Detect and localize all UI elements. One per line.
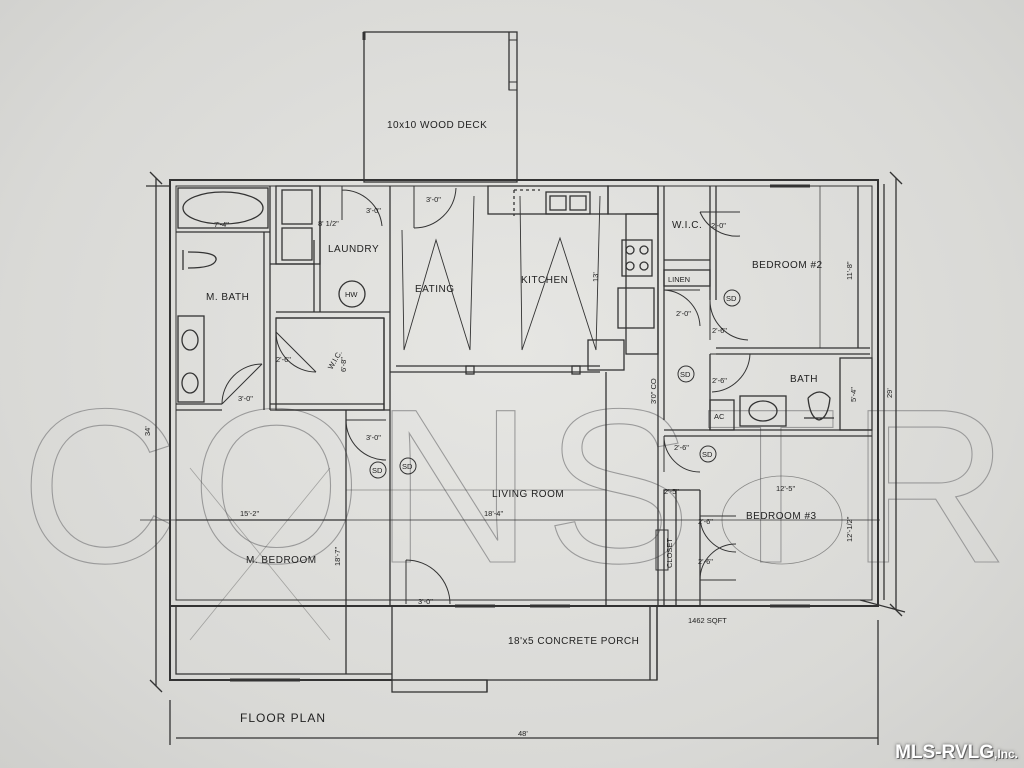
dim-wic2-door: 2'-0" (711, 221, 726, 230)
sd-label: SD (726, 294, 737, 303)
wic-bed2-label: W.I.C. (672, 220, 702, 231)
dim-wic-master-door: 2'-6" (276, 355, 291, 364)
porch-label: 18'x5 CONCRETE PORCH (508, 636, 639, 647)
dim-laundry-width: 8' 1/2" (318, 219, 339, 228)
dim-mbath-door: 3'-0" (238, 394, 253, 403)
bath-label: BATH (790, 374, 818, 385)
dim-overall-width: 48' (518, 729, 528, 738)
dim-mbed-door: 3'-0" (366, 433, 381, 442)
deck-label: 10x10 WOOD DECK (387, 120, 487, 131)
dim-bedroom2-height: 11'-8" (845, 261, 854, 280)
master-bedroom-label: M. BEDROOM (246, 555, 317, 566)
sd-label: SD (402, 462, 413, 471)
dim-closet-width: 2'-5" (664, 487, 679, 496)
cleanout-label: 3'0" CO (649, 378, 658, 404)
dim-mbed-width: 15'-2" (240, 509, 259, 518)
dim-hall-door-1: 2'-6" (712, 326, 727, 335)
dim-bedroom3-width: 12'-5" (776, 484, 795, 493)
sd-label: SD (372, 466, 383, 475)
dim-tub: 7'-4" (214, 220, 229, 229)
dim-eating-door: 3'-0" (426, 195, 441, 204)
eating-label: EATING (415, 284, 454, 295)
floor-plan-title: FLOOR PLAN (240, 711, 326, 725)
wood-deck (363, 31, 518, 183)
dim-mbed-height: 18'-7" (333, 547, 342, 566)
dim-hall-door-2: 2'-6" (712, 376, 727, 385)
dim-overall-height: 29' (885, 388, 894, 398)
dim-linen-door: 2'-0" (676, 309, 691, 318)
dim-kitchen: 13' (591, 272, 600, 282)
dim-living-width: 18'-4" (484, 509, 503, 518)
linen-label: LINEN (668, 275, 690, 284)
master-bath-label: M. BATH (206, 292, 249, 303)
brand-name: MLS-RVLG (895, 742, 994, 763)
dim-wic-master-height: 6'-8" (339, 357, 348, 372)
water-heater (338, 280, 366, 308)
dim-bedroom3-height: 12'-1/2" (845, 516, 854, 542)
dim-bath-tub: 5'-4" (849, 387, 858, 402)
sd-label: SD (702, 450, 713, 459)
bedroom2-label: BEDROOM #2 (752, 260, 823, 271)
brand-suffix: ,Inc. (993, 747, 1018, 761)
sqft-label: 1462 SQFT (688, 616, 727, 625)
dim-hall-door-3: 2'-6" (674, 443, 689, 452)
dim-closet-door-2: 2'-6" (698, 557, 713, 566)
dim-laundry-door: 3'-0" (366, 206, 381, 215)
closet-label: CLOSET (665, 538, 674, 568)
laundry-label: LAUNDRY (328, 244, 379, 255)
bedroom3-label: BEDROOM #3 (746, 511, 817, 522)
sd-label: SD (680, 370, 691, 379)
dim-left-height: 34' (143, 426, 152, 436)
living-room-label: LIVING ROOM (492, 489, 564, 500)
dim-front-door: 3'-0" (418, 597, 433, 606)
dim-closet-door-1: 2'-6" (698, 517, 713, 526)
brand-logo: MLS-RVLG,Inc. (895, 742, 1018, 764)
water-heater-label: HW (345, 290, 358, 299)
ac-label: AC (714, 412, 725, 421)
kitchen-label: KITCHEN (521, 275, 568, 286)
